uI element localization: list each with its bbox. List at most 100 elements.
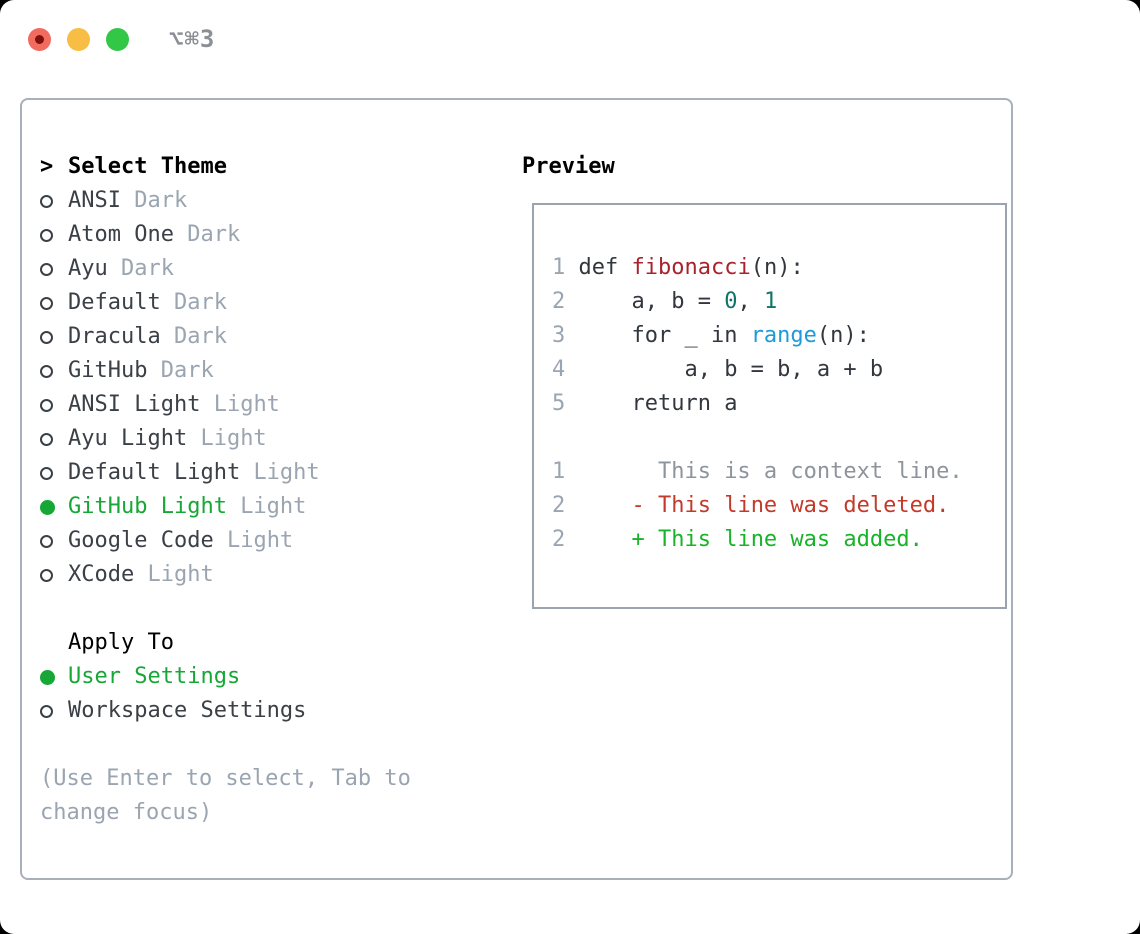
theme-option-github[interactable]: GitHub Dark	[40, 354, 486, 388]
theme-option-atom-one[interactable]: Atom One Dark	[40, 218, 486, 252]
preview-line: 4 a, b = b, a + b	[552, 353, 1005, 387]
apply-to-option-user-settings[interactable]: User Settings	[40, 660, 486, 694]
radio-icon	[40, 330, 53, 344]
theme-option-name: Dracula	[68, 324, 174, 349]
preview-column: Preview 1 def fibonacci(n):2 a, b = 0, 1…	[502, 150, 1007, 609]
close-button[interactable]	[28, 27, 51, 51]
theme-option-ansi-light[interactable]: ANSI Light Light	[40, 388, 486, 422]
radio-icon	[40, 194, 53, 208]
apply-to-header: Apply To	[68, 630, 174, 655]
radio-icon	[40, 669, 55, 685]
spacer	[40, 728, 486, 762]
code-segment-lineno: 5	[552, 391, 579, 416]
spacer	[40, 592, 486, 626]
code-segment-del: - This line was deleted.	[631, 493, 950, 518]
code-segment-num: 0	[724, 289, 738, 314]
theme-option-name: Atom One	[68, 222, 188, 247]
theme-option-name: GitHub	[68, 358, 161, 383]
code-segment-lineno: 3	[552, 323, 579, 348]
code-segment-lineno: 4	[552, 357, 579, 382]
code-segment-code: a, b =	[578, 289, 725, 314]
apply-to-option-label: Workspace Settings	[68, 698, 307, 723]
theme-option-variant: Light	[213, 392, 280, 417]
theme-options-list: ANSI Dark Atom One Dark Ayu Dark Default…	[40, 184, 486, 592]
preview-line: 2 a, b = 0, 1	[552, 285, 1005, 319]
radio-icon	[40, 296, 53, 310]
theme-option-name: Default Light	[68, 460, 254, 485]
cursor-chevron-icon: >	[40, 154, 54, 179]
theme-option-default-light[interactable]: Default Light Light	[40, 456, 486, 490]
radio-icon	[40, 432, 53, 446]
apply-to-header-row: Apply To	[40, 626, 486, 660]
theme-option-xcode[interactable]: XCode Light	[40, 558, 486, 592]
theme-option-name: Default	[68, 290, 174, 315]
theme-option-name: ANSI Light	[68, 392, 214, 417]
theme-option-name: GitHub Light	[68, 494, 241, 519]
code-segment-code: a, b = b, a + b	[578, 357, 884, 382]
theme-option-default[interactable]: Default Dark	[40, 286, 486, 320]
preview-line: 2 + This line was added.	[552, 523, 1005, 557]
code-segment-func: fibonacci	[631, 255, 751, 280]
theme-option-variant: Light	[147, 562, 214, 587]
theme-picker-panel: > Select Theme ANSI Dark Atom One Dark A…	[20, 98, 1013, 880]
code-segment-code: ,	[737, 289, 764, 314]
code-segment-lineno: 2	[552, 493, 566, 518]
theme-option-name: XCode	[68, 562, 148, 587]
code-segment-code	[565, 527, 631, 552]
theme-option-name: Ayu Light	[68, 426, 201, 451]
window-title: ⌥⌘3	[169, 25, 216, 53]
preview-header: Preview	[522, 154, 615, 179]
theme-option-github-light[interactable]: GitHub Light Light	[40, 490, 486, 524]
radio-icon	[40, 364, 53, 378]
code-segment-code	[565, 493, 631, 518]
radio-icon	[40, 262, 53, 276]
code-segment-lineno: 2	[552, 289, 579, 314]
radio-icon	[40, 568, 53, 582]
preview-line: 1 This is a context line.	[552, 455, 1005, 489]
code-segment-add: + This line was added.	[631, 527, 923, 552]
theme-option-google-code[interactable]: Google Code Light	[40, 524, 486, 558]
code-segment-code: def	[578, 255, 632, 280]
theme-option-ayu[interactable]: Ayu Dark	[40, 252, 486, 286]
radio-icon	[40, 466, 53, 480]
code-segment-context: This is a context line.	[565, 459, 963, 484]
radio-icon	[40, 398, 53, 412]
theme-option-variant: Dark	[120, 256, 174, 281]
theme-option-variant: Light	[200, 426, 267, 451]
theme-option-variant: Dark	[173, 290, 227, 315]
theme-list-column: > Select Theme ANSI Dark Atom One Dark A…	[40, 150, 486, 830]
code-segment-code: (n):	[816, 323, 870, 348]
keyboard-hint: (Use Enter to select, Tab to change focu…	[40, 766, 411, 825]
minimize-button[interactable]	[67, 27, 90, 51]
code-segment-lineno: 1	[552, 459, 566, 484]
theme-option-variant: Light	[253, 460, 320, 485]
theme-option-ayu-light[interactable]: Ayu Light Light	[40, 422, 486, 456]
theme-option-variant: Dark	[160, 358, 214, 383]
theme-option-ansi[interactable]: ANSI Dark	[40, 184, 486, 218]
radio-icon	[40, 228, 53, 242]
theme-option-name: ANSI	[68, 188, 135, 213]
code-segment-code: for _ in	[578, 323, 751, 348]
code-segment-num: 1	[763, 289, 778, 314]
theme-option-name: Ayu	[68, 256, 121, 281]
preview-line: 2 - This line was deleted.	[552, 489, 1005, 523]
title-bar: ⌥⌘3	[28, 25, 215, 53]
theme-option-variant: Light	[240, 494, 307, 519]
code-segment-code: (n):	[750, 255, 804, 280]
select-theme-header-row: > Select Theme	[40, 150, 486, 184]
zoom-button[interactable]	[106, 27, 129, 51]
code-segment-builtin: range	[750, 323, 817, 348]
select-theme-header: Select Theme	[68, 154, 227, 179]
theme-option-variant: Light	[226, 528, 294, 553]
radio-icon	[40, 534, 53, 548]
apply-to-option-label: User Settings	[68, 664, 241, 689]
theme-option-dracula[interactable]: Dracula Dark	[40, 320, 486, 354]
code-segment-lineno: 1	[552, 255, 579, 280]
preview-line: 5 return a	[552, 387, 1005, 421]
theme-option-variant: Dark	[134, 188, 188, 213]
apply-to-options-list: User Settings Workspace Settings	[40, 660, 486, 728]
preview-line: 3 for _ in range(n):	[552, 319, 1005, 353]
apply-to-option-workspace-settings[interactable]: Workspace Settings	[40, 694, 486, 728]
